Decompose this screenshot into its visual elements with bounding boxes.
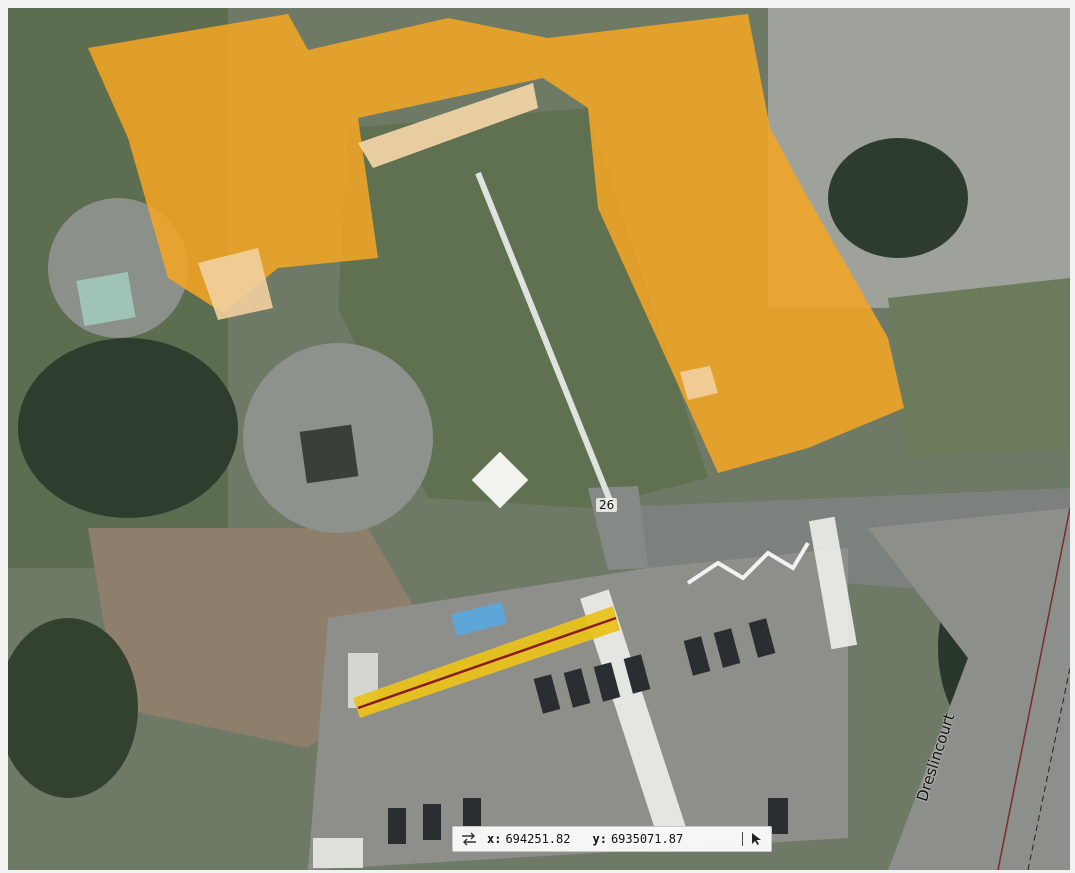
x-value: 694251.82 [505,832,571,846]
building-light-patch [358,83,538,168]
tree-cluster-left [18,338,238,518]
building-highlight[interactable] [88,14,904,473]
separator [742,832,743,846]
parcel-line [997,507,1070,870]
y-coordinate: y: 6935071.87 [592,832,683,846]
y-label: y: [592,832,607,846]
map-viewport[interactable]: 26 Dreslincourt [8,8,1070,870]
walkway [475,171,616,510]
pool-area [76,271,136,327]
swap-arrows-icon[interactable] [461,832,477,846]
segment-line[interactable] [357,616,617,710]
building-light-patch [680,366,718,400]
road-curve [868,508,1070,870]
tree-cluster-bottom-left [8,618,138,798]
tree-cluster-right [828,138,968,258]
parcel-line-dashed [1027,667,1070,870]
road-number-label: 26 [596,498,618,512]
plaza-structure [299,424,359,484]
parked-cars [388,618,788,844]
coordinate-bar: x: 694251.82 y: 6935071.87 [452,826,772,852]
x-label: x: [487,832,502,846]
building-footprint[interactable] [88,14,904,473]
y-value: 6935071.87 [610,832,684,846]
cursor-arrow-icon[interactable] [751,832,763,846]
building-light-patch [198,248,273,320]
zigzag-marking [686,541,810,585]
aerial-imagery [8,8,1070,870]
blue-vehicle [451,602,507,636]
selected-segment[interactable] [353,606,620,718]
x-coordinate: x: 694251.82 [487,832,570,846]
lawn-right [888,278,1070,458]
parking-lot [308,548,848,870]
